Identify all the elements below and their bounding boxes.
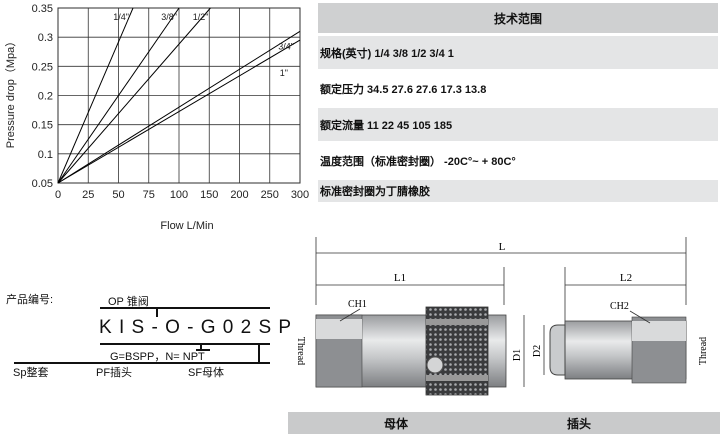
spec-title: 技术范围 xyxy=(318,3,718,33)
x-axis-label: Flow L/Min xyxy=(160,220,213,232)
socket-label: SF母体 xyxy=(188,367,225,379)
dim-D2: D2 xyxy=(532,345,543,357)
series-label: 3/8" xyxy=(161,12,177,22)
plug-body xyxy=(549,316,687,384)
caption-female: 母体 xyxy=(383,416,408,431)
series-line xyxy=(57,39,301,184)
pressure-drop-chart: 0 25 50 75 100 150 200 250 300 0.35 0.3 0.25 0.2 0.15… xyxy=(4,3,310,232)
caption-bar: 母体 插头 xyxy=(288,412,720,434)
series-label: 1/4" xyxy=(113,12,129,22)
op-label: OP 锥阀 xyxy=(108,296,149,308)
dim-D1: D1 xyxy=(512,349,523,361)
dim-L1: L1 xyxy=(394,272,406,284)
caption-male: 插头 xyxy=(566,416,591,431)
x-tick-label: 75 xyxy=(143,189,155,201)
y-tick-label: 0.1 xyxy=(38,149,53,161)
x-tick-label: 100 xyxy=(170,189,188,201)
ch2-label: CH2 xyxy=(610,301,629,312)
y-axis-label: Pressure drop（Mpa） xyxy=(4,36,17,149)
y-tick-label: 0.05 xyxy=(32,178,53,190)
series-line xyxy=(57,7,211,184)
spec-row: 额定压力 34.5 27.6 27.6 17.3 13.8 xyxy=(318,72,718,105)
x-tick-label: 200 xyxy=(230,189,248,201)
y-tick-label: 0.25 xyxy=(32,61,53,73)
code-label: 产品编号: xyxy=(6,294,54,306)
y-tick-label: 0.35 xyxy=(32,3,53,15)
series-labels: 1/4" 3/8" 1/2" 3/4" 1" xyxy=(113,12,294,78)
thread-label-right: Thread xyxy=(698,337,709,365)
spec-row: 规格(英寸) 1/4 3/8 1/2 3/4 1 xyxy=(318,36,718,69)
spec-row: 温度范围（标准密封圈） -20C°~ + 80C° xyxy=(318,144,718,177)
chart-grid xyxy=(57,7,301,184)
plug-label: PF插头 xyxy=(96,367,133,379)
thread-type-label: G=BSPP，N= NPT xyxy=(110,351,205,363)
spec-row: 标准密封圈为丁腈橡胶 xyxy=(318,180,718,202)
x-tick-label: 50 xyxy=(112,189,124,201)
y-tick-label: 0.3 xyxy=(38,32,53,44)
chart-ticks: 0 25 50 75 100 150 200 250 300 0.35 0.3 0.25 0.2 0.15… xyxy=(32,3,310,201)
socket-body xyxy=(315,306,507,396)
series-line xyxy=(57,7,180,184)
chart-series xyxy=(57,7,301,184)
series-label: 3/4" xyxy=(278,41,294,51)
series-line xyxy=(57,30,301,184)
spec-row: 额定流量 11 22 45 105 185 xyxy=(318,108,718,141)
model-code: K I S - O - G 0 2 S P xyxy=(99,317,293,338)
spec-table: 技术范围 规格(英寸) 1/4 3/8 1/2 3/4 1 额定压力 34.5 … xyxy=(318,3,718,205)
thread-label-left: Thread xyxy=(295,337,306,365)
coupling-drawing: L L1 L2 CH1 CH2 D1 D2 Thread Thread xyxy=(295,237,709,396)
x-tick-label: 25 xyxy=(82,189,94,201)
set-label: Sp整套 xyxy=(13,367,49,379)
x-tick-label: 250 xyxy=(261,189,279,201)
ch1-label: CH1 xyxy=(348,299,367,310)
dim-L2: L2 xyxy=(620,272,632,284)
x-tick-label: 300 xyxy=(291,189,309,201)
y-tick-label: 0.2 xyxy=(38,91,53,103)
product-code-diagram: 产品编号: OP 锥阀 K I S - O - G 0 2 S P G=BSPP… xyxy=(0,285,293,395)
dim-L: L xyxy=(499,241,506,253)
series-label: 1" xyxy=(280,68,288,78)
y-tick-label: 0.15 xyxy=(32,120,53,132)
x-tick-label: 0 xyxy=(55,189,61,201)
series-line xyxy=(57,7,134,184)
x-tick-label: 150 xyxy=(200,189,218,201)
series-label: 1/2" xyxy=(193,12,209,22)
